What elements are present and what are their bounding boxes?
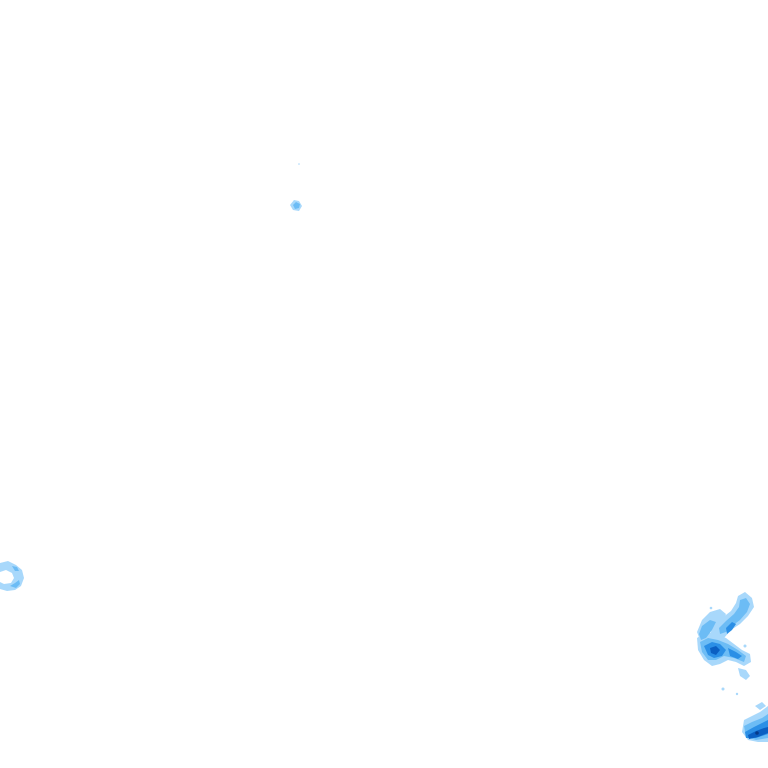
rain-cluster-speck-2 <box>735 692 739 696</box>
rain-cluster-speck-4 <box>717 610 721 614</box>
rain-cluster-light-tail <box>738 668 750 680</box>
rain-cell-top-speck <box>298 163 300 165</box>
rain-cell-left-edge-moderate-2 <box>12 566 19 571</box>
rain-cell-left-edge-moderate <box>10 580 20 588</box>
rain-cell-bottom-right <box>697 592 768 742</box>
rain-cell-left-edge <box>0 561 24 591</box>
rain-speck-light <box>298 163 300 165</box>
rain-cluster-moderate-upper-arm <box>719 598 750 634</box>
rain-cluster-speck-3 <box>709 606 713 610</box>
rain-cluster-speck-1 <box>721 687 725 691</box>
rain-cluster-extreme-point <box>755 731 759 735</box>
rain-cell-upper-center <box>290 200 302 211</box>
rain-cluster-speck-5 <box>743 644 747 648</box>
rain-cluster-light-upper-tip <box>755 702 766 710</box>
rain-cluster-heavy-body-tail <box>728 648 742 659</box>
rain-cluster-moderate-left <box>699 620 716 640</box>
rain-cluster-heavy-arm <box>726 622 736 634</box>
rain-cell-upper-center-moderate <box>293 202 300 209</box>
rain-cluster-very-heavy-core <box>710 646 720 655</box>
